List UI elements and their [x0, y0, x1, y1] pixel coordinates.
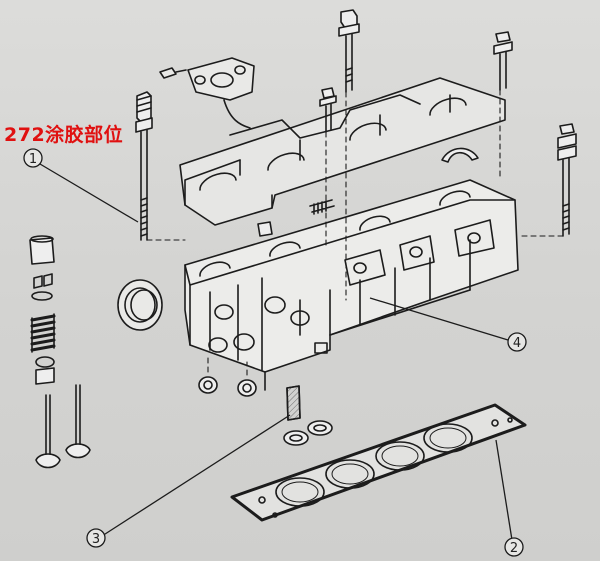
glue-location-caption: 272涂胶部位 — [4, 124, 124, 146]
head-bolt-right — [557, 123, 577, 237]
valve-seal-small-1 — [198, 376, 218, 394]
guide-stud — [286, 385, 301, 421]
intake-valve — [35, 394, 61, 469]
half-moon-seal — [441, 147, 479, 163]
callout-1: 1 — [23, 148, 43, 168]
thermostat-flange — [187, 57, 255, 129]
callout-2-label: 2 — [510, 541, 518, 556]
head-bolt-left — [135, 91, 153, 241]
head-gasket — [230, 403, 527, 522]
dowel-sleeve — [257, 221, 273, 237]
leader-line-3 — [101, 414, 291, 537]
small-bolt-left — [159, 67, 187, 79]
head-bolt-center — [338, 9, 360, 93]
leader-line-2 — [495, 439, 513, 541]
callout-4: 4 — [507, 332, 527, 352]
small-stud — [309, 199, 335, 215]
callout-1-label: 1 — [29, 152, 37, 167]
valve-spring — [30, 313, 56, 353]
callout-4-label: 4 — [513, 336, 521, 351]
exhaust-valve — [65, 384, 91, 459]
callout-2: 2 — [504, 537, 524, 557]
callout-3: 3 — [86, 528, 106, 548]
valve-seal-small-2 — [237, 379, 257, 397]
seal-sleeves — [283, 420, 333, 446]
leader-line-1 — [39, 163, 139, 223]
valve-collets — [31, 273, 53, 301]
head-bolt-right-top — [493, 31, 513, 91]
cylinder-head-body — [184, 179, 519, 391]
tappet-bucket — [29, 235, 55, 265]
camshaft-carrier — [179, 77, 506, 226]
spring-seat — [35, 356, 55, 385]
oil-seal-ring — [117, 279, 163, 331]
small-stud-mid — [319, 87, 337, 133]
callout-3-label: 3 — [92, 532, 100, 547]
leader-line-4 — [369, 297, 509, 341]
